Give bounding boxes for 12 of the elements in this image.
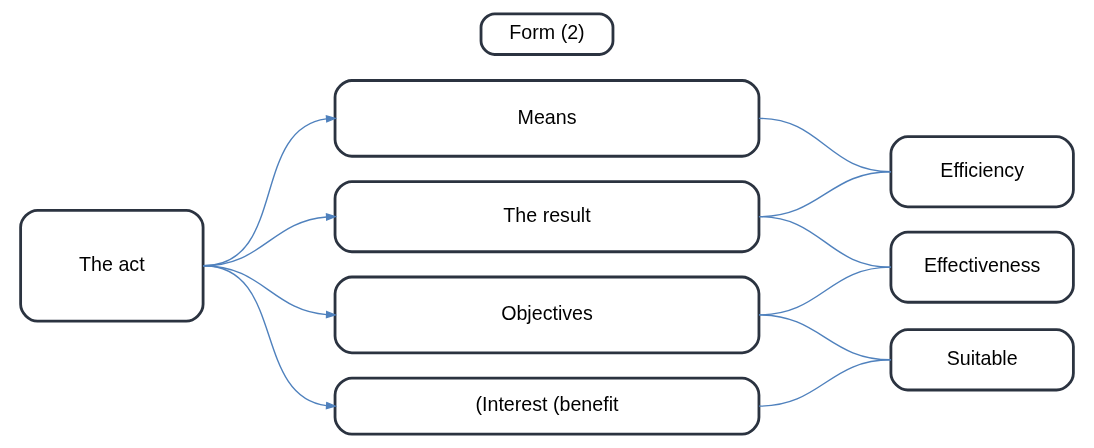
node-box: Means [333, 79, 761, 158]
node-box: Suitable [889, 328, 1075, 392]
connector [758, 359, 892, 407]
node-box: The act [19, 208, 205, 323]
node-box: (Interest (benefit [333, 376, 761, 436]
node-box: Objectives [333, 275, 761, 355]
connector [758, 215, 892, 268]
arrow [202, 265, 338, 410]
node-box: Effectiveness [889, 230, 1075, 304]
node-box: Form (2) [479, 12, 615, 56]
node-box: Efficiency [889, 135, 1075, 209]
node-box: The result [333, 180, 761, 254]
